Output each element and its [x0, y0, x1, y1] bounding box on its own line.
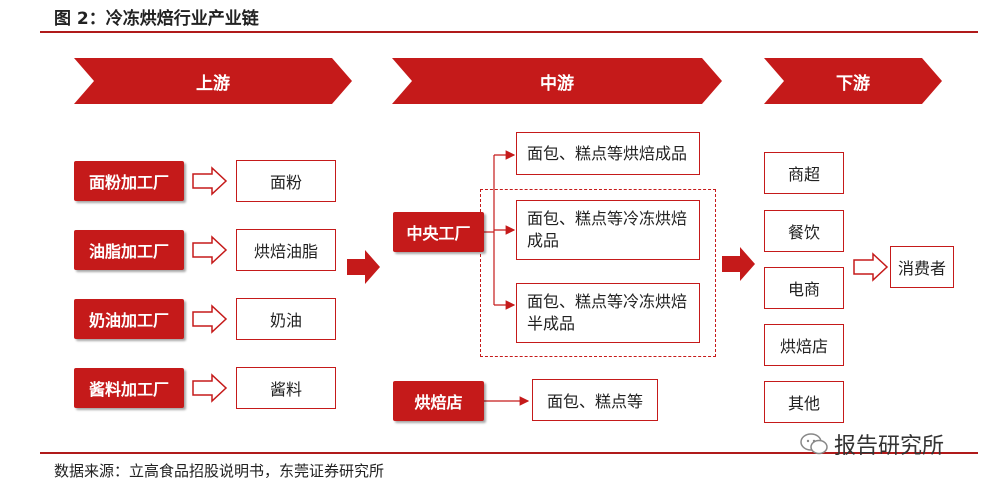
product-label: 酱料 — [269, 380, 302, 399]
factory-label: 酱料加工厂 — [88, 380, 169, 399]
product-label: 面包、糕点等 — [546, 392, 643, 411]
bakery-shop: 烘焙店 — [393, 381, 484, 421]
central-product-finished: 面包、糕点等烘焙成品 — [516, 132, 700, 175]
factory-flour: 面粉加工厂 — [74, 161, 184, 201]
factory-label: 面粉加工厂 — [88, 173, 169, 192]
frozen-products-group — [480, 189, 716, 357]
hollow-arrow-3 — [192, 304, 228, 334]
product-label: 面包、糕点等冷冻烘焙半成品 — [527, 292, 688, 333]
factory-oil: 油脂加工厂 — [74, 230, 184, 270]
factory-label: 奶油加工厂 — [88, 311, 169, 330]
channel-other: 其他 — [764, 381, 844, 423]
product-label: 面包、糕点等烘焙成品 — [527, 143, 688, 163]
banner-shape — [764, 58, 942, 104]
consumer-label: 消费者 — [897, 259, 946, 278]
figure-title: 图 2：冷冻烘焙行业产业链 — [54, 9, 259, 29]
bakery-product: 面包、糕点等 — [532, 379, 658, 421]
product-cream: 奶油 — [236, 298, 336, 340]
bakery-label: 烘焙店 — [414, 393, 463, 412]
channel-label: 其他 — [787, 394, 820, 413]
stage-label-upstream: 上游 — [196, 73, 230, 94]
central-product-frozen-finished: 面包、糕点等冷冻烘焙成品 — [516, 200, 700, 260]
channel-label: 电商 — [787, 280, 820, 299]
factory-sauce: 酱料加工厂 — [74, 368, 184, 408]
hollow-arrow-2 — [192, 235, 228, 265]
watermark-text: 报告研究所 — [834, 434, 945, 459]
channel-bakery: 烘焙店 — [764, 324, 844, 366]
stage-banner-downstream: 下游 — [764, 58, 942, 104]
factory-label: 油脂加工厂 — [88, 242, 169, 261]
watermark: 报告研究所 — [800, 428, 944, 460]
channel-ecommerce: 电商 — [764, 267, 844, 309]
central-factory: 中央工厂 — [393, 212, 484, 252]
product-label: 奶油 — [269, 311, 302, 330]
product-label: 面包、糕点等冷冻烘焙成品 — [527, 209, 688, 250]
hollow-arrow-1 — [192, 166, 228, 196]
product-oil: 烘焙油脂 — [236, 229, 336, 271]
hollow-arrow-4 — [192, 373, 228, 403]
central-factory-label: 中央工厂 — [406, 224, 471, 243]
banner-shape — [74, 58, 352, 104]
stage-banner-midstream: 中游 — [392, 58, 722, 104]
factory-cream: 奶油加工厂 — [74, 299, 184, 339]
solid-arrow-up-to-mid — [347, 250, 380, 284]
stage-label-midstream: 中游 — [540, 73, 574, 94]
channel-label: 餐饮 — [787, 223, 820, 242]
banner-shape — [392, 58, 722, 104]
bottom-rule — [40, 452, 978, 454]
top-rule — [40, 31, 978, 33]
product-label: 面粉 — [269, 173, 302, 192]
hollow-arrow-consumer — [853, 252, 889, 282]
central-product-frozen-semi: 面包、糕点等冷冻烘焙半成品 — [516, 283, 700, 343]
channel-catering: 餐饮 — [764, 210, 844, 252]
source-note: 数据来源：立高食品招股说明书，东莞证券研究所 — [54, 462, 385, 480]
channel-label: 烘焙店 — [779, 337, 828, 356]
product-sauce: 酱料 — [236, 367, 336, 409]
product-flour: 面粉 — [236, 160, 336, 202]
solid-arrow-mid-to-down — [722, 247, 755, 281]
consumer: 消费者 — [890, 246, 954, 288]
channel-supermarket: 商超 — [764, 152, 844, 194]
channel-label: 商超 — [787, 165, 820, 184]
stage-label-downstream: 下游 — [836, 73, 870, 94]
product-label: 烘焙油脂 — [253, 242, 318, 261]
stage-banner-upstream: 上游 — [74, 58, 352, 104]
chat-bubble-icon — [800, 433, 828, 455]
